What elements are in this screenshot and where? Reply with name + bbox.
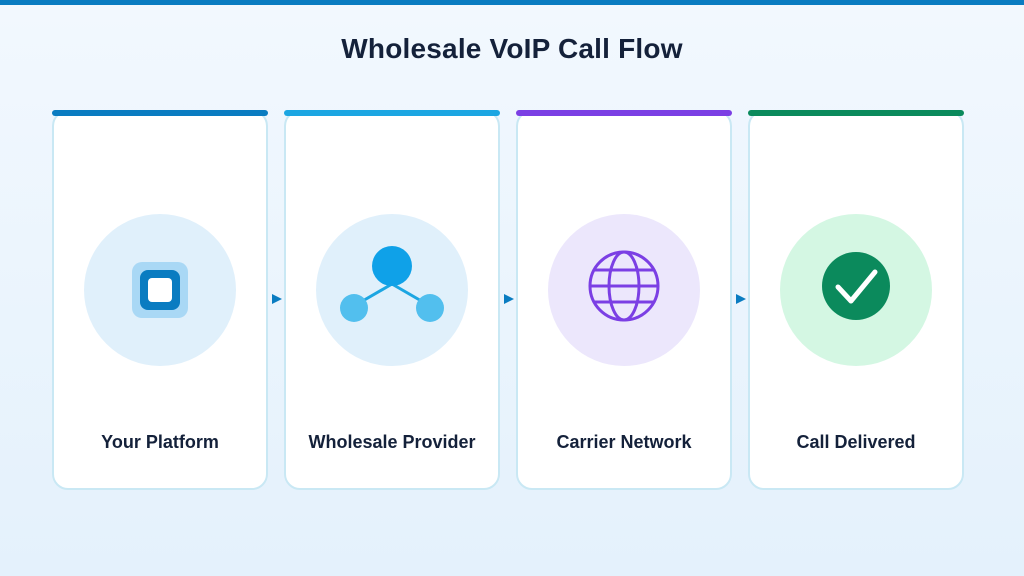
step-label: Your Platform (101, 432, 219, 452)
flow-arrow-icon (272, 294, 282, 304)
icon-circle (84, 214, 236, 366)
icon-circle (548, 214, 700, 366)
flow-arrow-icon (736, 294, 746, 304)
step-card-carrier-network: Carrier Network (516, 110, 732, 490)
square-app-icon (132, 262, 188, 318)
card-accent-bar (284, 110, 500, 116)
icon-circle (316, 214, 468, 366)
top-accent-bar (0, 0, 1024, 5)
flow-arrow-icon (504, 294, 514, 304)
check-circle-icon (822, 252, 890, 320)
card-accent-bar (516, 110, 732, 116)
card-accent-bar (748, 110, 964, 116)
step-label: Call Delivered (796, 432, 916, 452)
icon-circle (780, 214, 932, 366)
globe-icon (588, 250, 660, 322)
step-label: Wholesale Provider (308, 432, 476, 452)
card-accent-bar (52, 110, 268, 116)
step-card-your-platform: Your Platform (52, 110, 268, 490)
step-card-wholesale-provider: Wholesale Provider (284, 110, 500, 490)
page-title: Wholesale VoIP Call Flow (341, 33, 683, 64)
step-card-call-delivered: Call Delivered (748, 110, 964, 490)
step-label: Carrier Network (556, 432, 692, 452)
network-nodes-icon (340, 246, 444, 322)
